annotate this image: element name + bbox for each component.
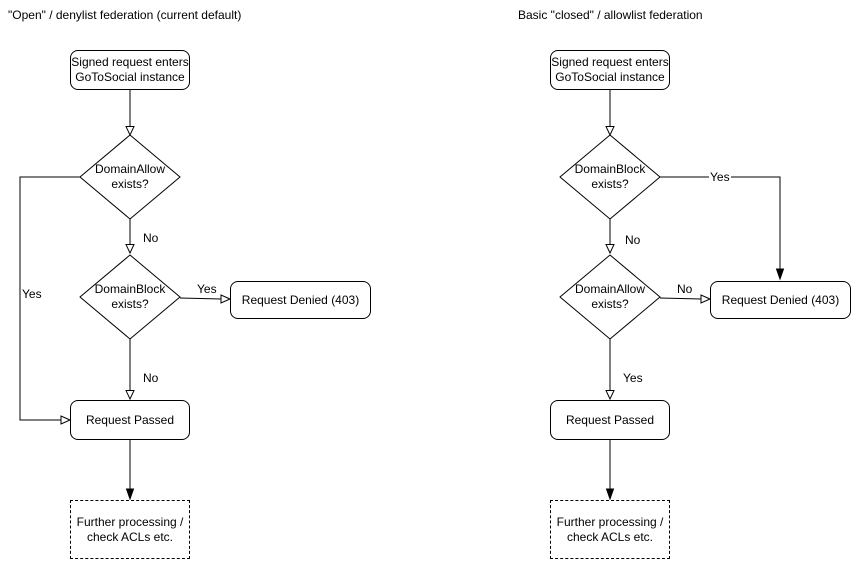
right-passed-node: Request Passed: [550, 400, 670, 440]
left-diagram-title: "Open" / denylist federation (current de…: [8, 8, 242, 22]
left-edge-decision2-no-to-passed: [125, 339, 135, 401]
right-decision2-yes-edge-label: Yes: [622, 371, 644, 386]
right-decision2-diamond: [559, 254, 661, 340]
left-decision2-no-edge-label: No: [142, 371, 160, 386]
left-edge-decision1-yes-to-passed: [19, 176, 80, 425]
right-start-node: Signed request enters GoToSocial instanc…: [550, 50, 670, 90]
left-edge-decision1-no: [125, 219, 135, 255]
right-denied-node: Request Denied (403): [710, 281, 851, 319]
left-passed-node: Request Passed: [70, 400, 190, 440]
right-decision1-no-edge-label: No: [624, 233, 642, 248]
right-edge-start-to-decision1: [605, 90, 615, 137]
left-edge-start-to-decision1: [125, 90, 135, 137]
left-edge-passed-to-further: [125, 440, 135, 501]
left-decision1-diamond: [79, 134, 181, 220]
left-decision1-yes-edge-label: Yes: [21, 287, 43, 302]
left-denied-node: Request Denied (403): [230, 281, 371, 319]
right-edge-decision2-no-to-denied: [659, 294, 712, 304]
left-further-processing-node: Further processing / check ACLs etc.: [70, 500, 190, 559]
right-edge-decision1-no: [605, 219, 615, 255]
right-further-processing-node: Further processing / check ACLs etc.: [550, 500, 670, 559]
right-decision2-no-edge-label: No: [676, 282, 694, 297]
left-start-node: Signed request enters GoToSocial instanc…: [70, 50, 190, 90]
right-decision1-yes-edge-label: Yes: [709, 170, 731, 185]
right-edge-decision2-yes-to-passed: [605, 339, 615, 401]
left-decision2-yes-edge-label: Yes: [196, 282, 218, 297]
right-diagram-title: Basic "closed" / allowlist federation: [518, 8, 703, 22]
right-edge-passed-to-further: [605, 440, 615, 501]
left-decision1-no-edge-label: No: [142, 231, 160, 246]
left-decision2-diamond: [79, 254, 181, 340]
left-edge-decision2-yes-to-denied: [179, 294, 232, 304]
right-decision1-diamond: [559, 134, 661, 220]
right-edge-decision1-yes-to-denied: [660, 176, 785, 281]
